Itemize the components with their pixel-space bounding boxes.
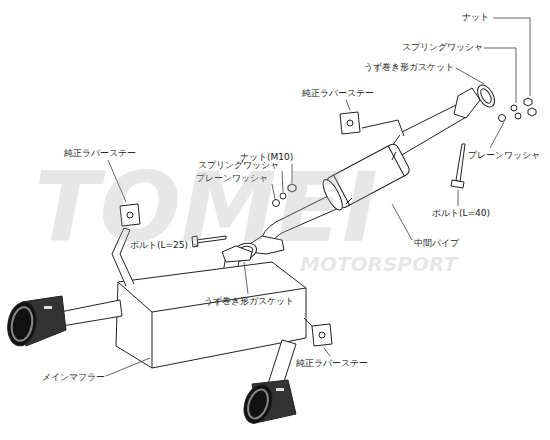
watermark: MOTORSPORT: [300, 254, 457, 274]
rubber-hanger-hole: [347, 120, 353, 126]
rubber-stay-label: 純正ラバーステー: [296, 358, 368, 369]
tip-badge: [44, 306, 52, 309]
mid-pipe-flange: [454, 88, 480, 118]
exhaust-tip: [239, 380, 296, 427]
resonator-seam: [388, 146, 404, 176]
tip-ring: [9, 306, 35, 343]
leader-line: [493, 18, 530, 96]
nut: [524, 98, 532, 106]
leader-line: [456, 68, 484, 84]
gasket-label: うず巻き形ガスケット: [204, 296, 294, 307]
leader-line: [244, 262, 248, 294]
bolt-label: ボルト(L=40): [432, 208, 490, 219]
rubber-hanger-body: [312, 324, 332, 346]
leader-line: [458, 190, 459, 206]
plain-washer: [499, 115, 506, 122]
plain-washer-label: プレーンワッシャ: [468, 150, 540, 161]
spiral-gasket: [479, 87, 494, 105]
top-joint-parts: [451, 82, 536, 188]
spring-washer-label: スプリングワッシャ: [402, 42, 483, 53]
nut-label: ナット: [462, 12, 489, 23]
tip-face: [239, 381, 277, 427]
main-muffler-label: メインマフラー: [42, 372, 105, 383]
leader-line: [392, 204, 412, 240]
leader-line: [324, 348, 330, 356]
mid-pipe-label: 中間パイプ: [414, 238, 459, 249]
rubber-stay-label: 純正ラバーステー: [302, 88, 374, 99]
spring-washer: [511, 105, 517, 111]
spring-washer: [515, 113, 521, 119]
rubber-hanger-body: [340, 112, 360, 134]
leader-line: [106, 358, 150, 376]
tip-badge: [276, 388, 284, 391]
bolt-head: [451, 180, 464, 188]
bolt-l40: [456, 144, 465, 182]
rubber-stay-label: 純正ラバーステー: [64, 148, 136, 159]
rubber-hanger-hole: [319, 332, 325, 338]
spiral-gasket: [474, 82, 498, 110]
leader-line: [490, 122, 504, 148]
leader-line: [484, 48, 516, 103]
tip-face: [4, 300, 39, 348]
gasket-label: うず巻き形ガスケット: [364, 62, 454, 73]
leader-line: [346, 100, 350, 110]
left-outlet-pipe: [60, 300, 122, 326]
exhaust-tip: [4, 296, 66, 348]
muffler-body: [116, 262, 306, 368]
hanger-rod: [362, 120, 404, 136]
nut: [528, 108, 536, 116]
watermark: TOMEI: [34, 160, 378, 256]
tip-ring: [244, 387, 271, 421]
